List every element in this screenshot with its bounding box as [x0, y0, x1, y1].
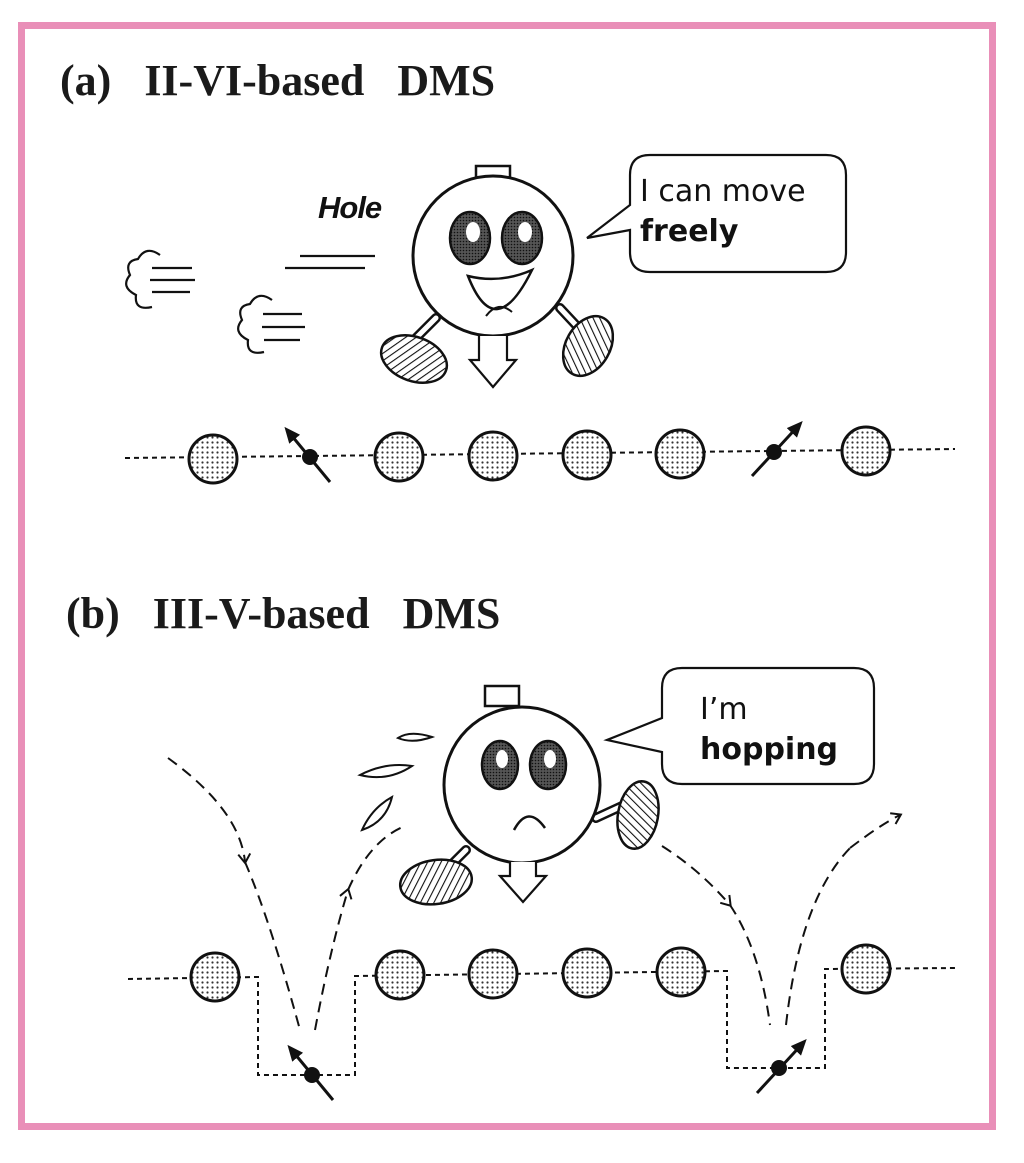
- atom-icon: [655, 946, 707, 998]
- spin-arrow-icon: [287, 1044, 335, 1101]
- speech-text-b: I’m hopping: [700, 690, 838, 770]
- spin-arrow-icon: [284, 426, 332, 483]
- atom-icon: [467, 948, 519, 1000]
- atom-icon: [189, 951, 241, 1003]
- atom-icon: [373, 431, 425, 483]
- speech-bubble-a: [586, 153, 848, 274]
- atom-icon: [840, 425, 892, 477]
- speech-a-line1: I can move: [640, 174, 806, 209]
- panel-a-lattice: [124, 421, 956, 485]
- speech-a-line2: freely: [640, 214, 739, 249]
- spin-arrow-icon: [750, 421, 803, 478]
- hole-character-icon: [379, 164, 615, 389]
- panel-b-title: (b) III-V-based DMS: [66, 588, 500, 639]
- panel-b-type: DMS: [402, 589, 501, 638]
- hole-character-icon: [398, 684, 660, 906]
- panel-b-name: III-V-based: [152, 589, 370, 638]
- panel-b-label: (b): [66, 589, 120, 638]
- spin-arrow-icon: [755, 1039, 807, 1095]
- speech-b-line1: I’m: [700, 692, 748, 727]
- panel-b-lattice: [127, 943, 956, 1101]
- hopping-paths: [167, 757, 903, 1031]
- hole-label: Hole: [318, 190, 382, 225]
- atom-icon: [654, 428, 706, 480]
- speech-bubble-b: [603, 666, 876, 786]
- speech-text-a: I can move freely: [640, 172, 806, 252]
- atom-icon: [467, 430, 519, 482]
- speech-b-line2: hopping: [700, 732, 839, 767]
- sweat-drop-icon: [357, 732, 436, 832]
- atom-icon: [187, 433, 239, 485]
- panel-a-title: (a) II-VI-based DMS: [60, 55, 495, 106]
- atom-icon: [374, 949, 426, 1001]
- atom-icon: [840, 943, 892, 995]
- panel-a-label: (a): [60, 56, 112, 105]
- speed-cloud-icon: [125, 249, 195, 309]
- speed-cloud-icon: [237, 294, 305, 354]
- panel-a-speed-clouds: [125, 249, 375, 354]
- atom-icon: [561, 429, 613, 481]
- panel-a-type: DMS: [397, 56, 496, 105]
- panel-a-name: II-VI-based: [144, 56, 365, 105]
- atom-icon: [561, 947, 613, 999]
